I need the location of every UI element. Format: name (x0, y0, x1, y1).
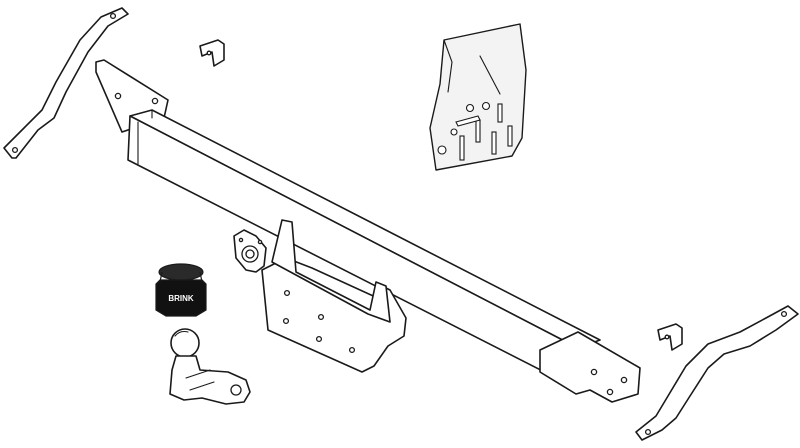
angle-bracket-right (657, 323, 683, 351)
mounting-strap-left (3, 7, 129, 159)
bolts-set (437, 101, 513, 161)
angle-bracket-left (199, 39, 225, 67)
hardware-bag (429, 23, 527, 171)
tow-ball-neck (169, 328, 251, 405)
socket-plate (233, 229, 267, 273)
cover-logo-text: BRINK (168, 294, 194, 303)
tow-bar-crossbeam (95, 59, 641, 403)
mounting-plate (261, 219, 407, 373)
tow-ball-cover: BRINK (155, 263, 207, 317)
mounting-strap-right (635, 305, 799, 441)
